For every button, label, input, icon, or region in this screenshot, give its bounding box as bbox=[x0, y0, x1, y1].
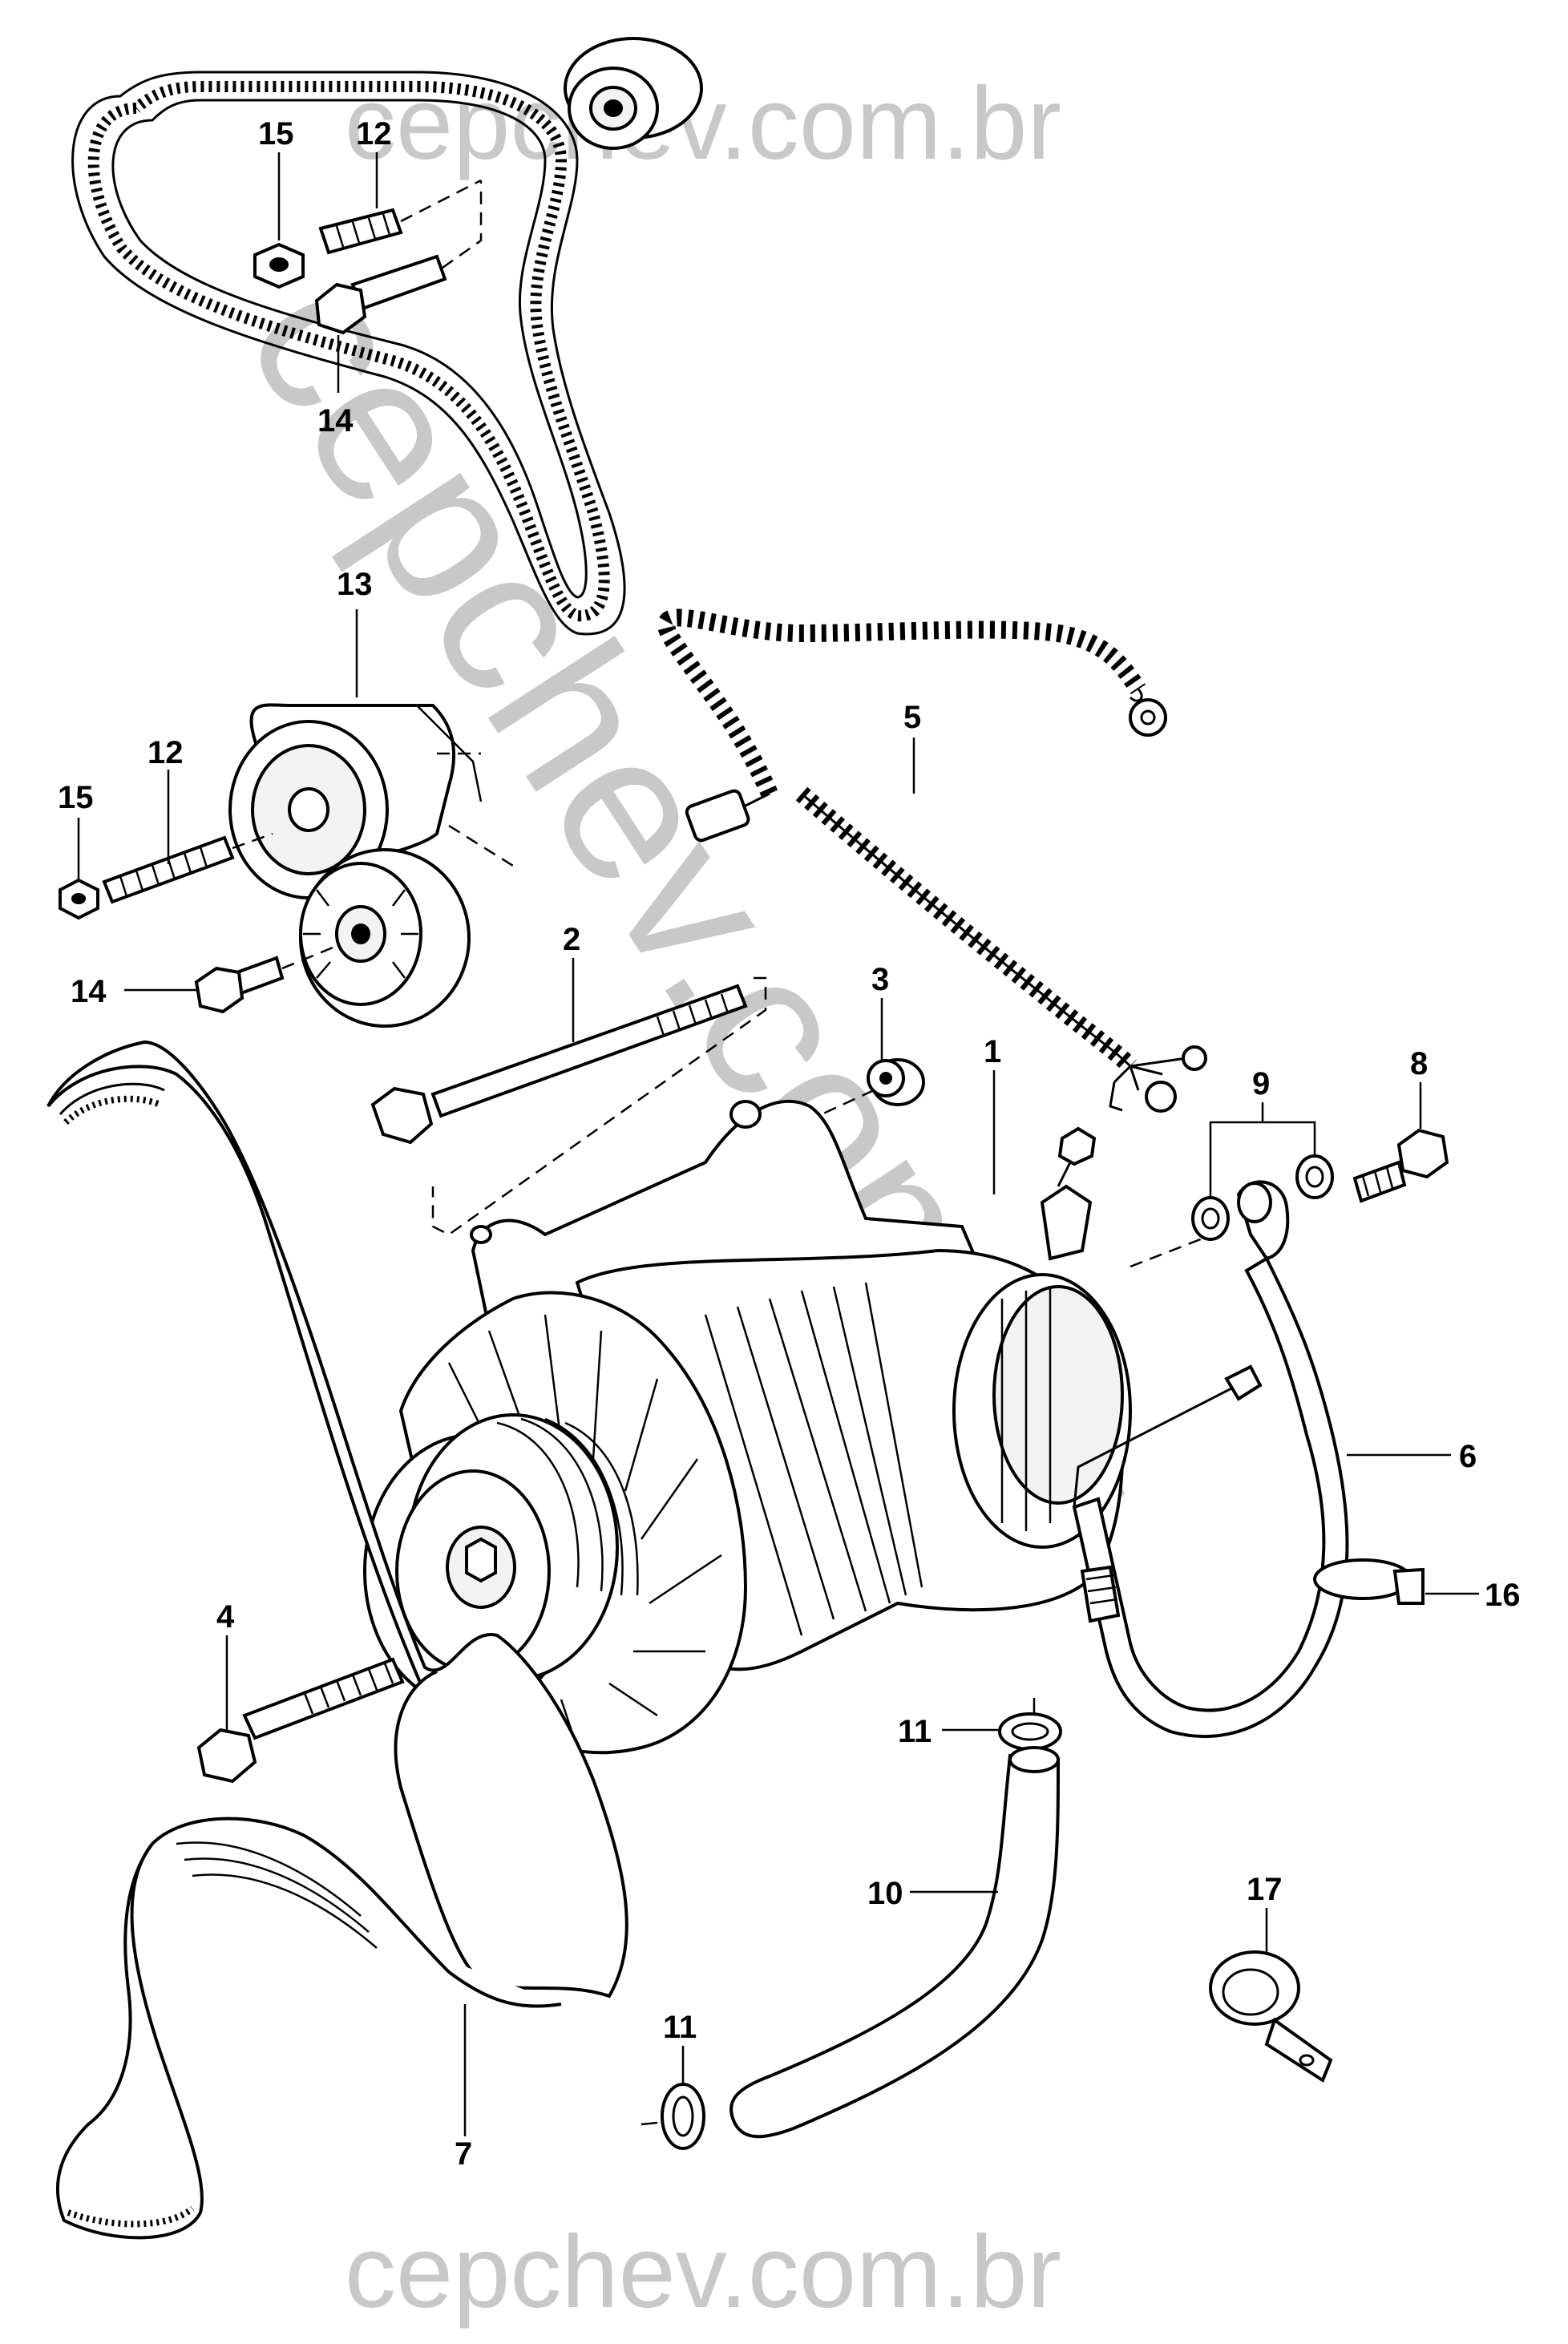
bolt-14-left bbox=[194, 956, 285, 1014]
callout-17: 17 bbox=[1247, 1872, 1283, 1907]
timing-belt bbox=[71, 71, 626, 636]
callout-9: 9 bbox=[1252, 1066, 1270, 1101]
callout-7: 7 bbox=[455, 2136, 472, 2172]
callout-15-top: 15 bbox=[258, 116, 294, 152]
sealing-washer-right bbox=[1295, 1154, 1334, 1199]
poly-v-belt bbox=[46, 1040, 628, 2240]
bolt-2-alignment-line bbox=[431, 976, 767, 1236]
hose-clamp-11-upper bbox=[998, 1698, 1062, 1751]
callout-10: 10 bbox=[867, 1876, 903, 1911]
callout-14-left: 14 bbox=[71, 974, 107, 1009]
callout-2: 2 bbox=[563, 922, 580, 957]
stud-12-top bbox=[318, 208, 403, 255]
nut-15-top bbox=[253, 242, 305, 289]
bracket-clamp-17 bbox=[1209, 1950, 1333, 2083]
sealing-washer-left bbox=[1191, 1196, 1230, 1241]
long-bolt-2 bbox=[370, 984, 748, 1145]
hose-clamp-16 bbox=[1313, 1558, 1425, 1605]
callout-15-left: 15 bbox=[58, 780, 94, 815]
nut-15-left bbox=[59, 878, 99, 920]
idler-pulley-top bbox=[564, 37, 703, 150]
pressure-hose-6 bbox=[1072, 1256, 1349, 1739]
callout-12-left: 12 bbox=[148, 735, 184, 770]
hose-clamp-11-lower bbox=[641, 2083, 705, 2150]
banjo-bolt-8 bbox=[1352, 1128, 1449, 1203]
return-hose-10 bbox=[729, 1746, 1061, 2139]
bolt-4 bbox=[196, 1657, 405, 1784]
tensioner-alignment-line bbox=[232, 832, 337, 970]
watermark-top: cepchev.com.br bbox=[345, 67, 1061, 181]
watermark-bottom: cepchev.com.br bbox=[345, 2215, 1061, 2330]
bushing-3 bbox=[867, 1058, 925, 1106]
callout-13: 13 bbox=[337, 567, 373, 602]
callout-12-top: 12 bbox=[356, 116, 392, 152]
top-hardware-alignment-line bbox=[400, 179, 483, 269]
callout-11-upper: 11 bbox=[898, 1714, 932, 1749]
callout-4: 4 bbox=[216, 1599, 235, 1635]
callout-11-lower: 11 bbox=[663, 2010, 697, 2045]
callout-16: 16 bbox=[1485, 1578, 1521, 1613]
leader-9 bbox=[1209, 1102, 1316, 1198]
stud-12-left bbox=[102, 835, 235, 904]
bolt-14-top bbox=[314, 254, 447, 335]
tensioner-assembly bbox=[228, 703, 514, 1028]
callout-6: 6 bbox=[1459, 1439, 1477, 1474]
wiring-harness bbox=[657, 608, 1207, 1113]
callout-3: 3 bbox=[871, 962, 889, 997]
callout-14-top: 14 bbox=[317, 403, 354, 438]
callout-8: 8 bbox=[1410, 1046, 1428, 1081]
banjo-fitting bbox=[1236, 1180, 1290, 1261]
callout-1: 1 bbox=[984, 1034, 1001, 1069]
alternator-assembly bbox=[363, 1099, 1203, 1755]
callout-5: 5 bbox=[903, 700, 921, 735]
